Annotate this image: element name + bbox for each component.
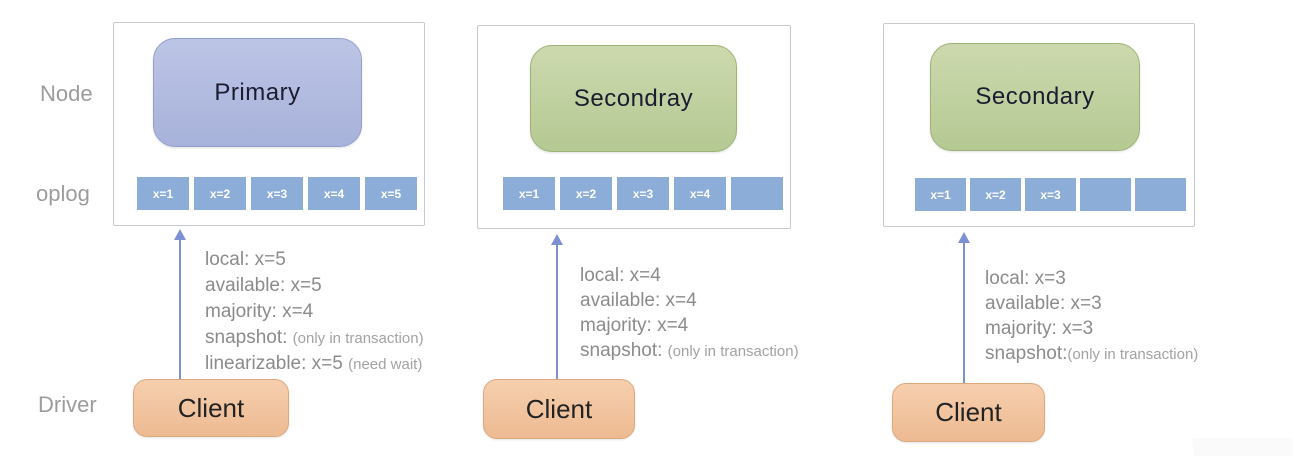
oplog-cell: x=3	[1025, 178, 1076, 211]
oplog-row-primary: x=1 x=2 x=3 x=4 x=5	[137, 177, 417, 210]
row-label-oplog: oplog	[36, 181, 90, 206]
client-read-arrow	[551, 234, 563, 379]
oplog-cell: x=2	[560, 177, 612, 210]
read-concern-line: available: x=3	[985, 293, 1102, 314]
read-concern-line: majority: x=4	[205, 301, 314, 322]
oplog-row-secondary-2: x=1 x=2 x=3	[915, 178, 1186, 211]
read-concern-line: available: x=5	[205, 275, 322, 296]
oplog-cell: x=3	[617, 177, 669, 210]
read-concern-line: local: x=5	[205, 249, 286, 270]
read-concern-line: linearizable: x=5 (need wait)	[205, 353, 423, 374]
arrow-shaft	[963, 243, 965, 383]
faint-watermark-area	[1193, 438, 1293, 456]
read-concern-list-secondary-1: local: x=4 available: x=4 majority: x=4 …	[580, 263, 799, 363]
client-box: Client	[483, 379, 635, 439]
client-box: Client	[892, 383, 1045, 442]
secondary-node-shape-2: Secondary	[930, 43, 1140, 151]
client-label: Client	[525, 393, 593, 424]
secondary-node-shape-1: Secondray	[530, 45, 737, 152]
oplog-cell: x=1	[915, 178, 966, 211]
oplog-cell: x=1	[137, 177, 189, 210]
client-read-arrow	[958, 232, 970, 383]
oplog-cell: x=2	[970, 178, 1021, 211]
client-read-arrow	[174, 229, 186, 379]
primary-node-shape: Primary	[153, 38, 362, 147]
row-label-node: Node	[40, 81, 93, 106]
oplog-cell: x=3	[251, 177, 303, 210]
arrow-shaft	[556, 245, 558, 379]
oplog-cell	[731, 177, 783, 210]
oplog-cell	[1080, 178, 1131, 211]
read-concern-line: snapshot: (only in transaction)	[205, 327, 424, 348]
arrow-head-icon	[958, 232, 970, 243]
secondary-node-label-2: Secondary	[975, 83, 1095, 110]
read-concern-line: local: x=4	[580, 265, 661, 286]
read-concern-list-secondary-2: local: x=3 available: x=3 majority: x=3 …	[985, 266, 1198, 366]
read-concern-line: majority: x=4	[580, 315, 689, 336]
read-concern-line: snapshot:(only in transaction)	[985, 343, 1199, 364]
oplog-cell	[1135, 178, 1186, 211]
read-concern-line: local: x=3	[985, 268, 1066, 289]
arrow-head-icon	[551, 234, 563, 245]
secondary-node-label-1: Secondray	[573, 84, 694, 112]
client-label: Client	[935, 397, 1002, 427]
read-concern-line: available: x=4	[580, 290, 697, 311]
oplog-row-secondary-1: x=1 x=2 x=3 x=4	[503, 177, 783, 210]
primary-node-label: Primary	[214, 78, 301, 106]
oplog-cell: x=4	[674, 177, 726, 210]
oplog-cell: x=2	[194, 177, 246, 210]
client-label: Client	[177, 392, 245, 423]
arrow-shaft	[179, 240, 181, 379]
read-concern-line: majority: x=3	[985, 318, 1094, 339]
oplog-cell: x=5	[365, 177, 417, 210]
arrow-head-icon	[174, 229, 186, 240]
read-concern-line: snapshot: (only in transaction)	[580, 340, 799, 361]
oplog-cell: x=4	[308, 177, 360, 210]
row-label-driver: Driver	[38, 392, 97, 417]
client-box: Client	[133, 379, 289, 437]
read-concern-list-primary: local: x=5 available: x=5 majority: x=4 …	[205, 247, 424, 377]
oplog-cell: x=1	[503, 177, 555, 210]
